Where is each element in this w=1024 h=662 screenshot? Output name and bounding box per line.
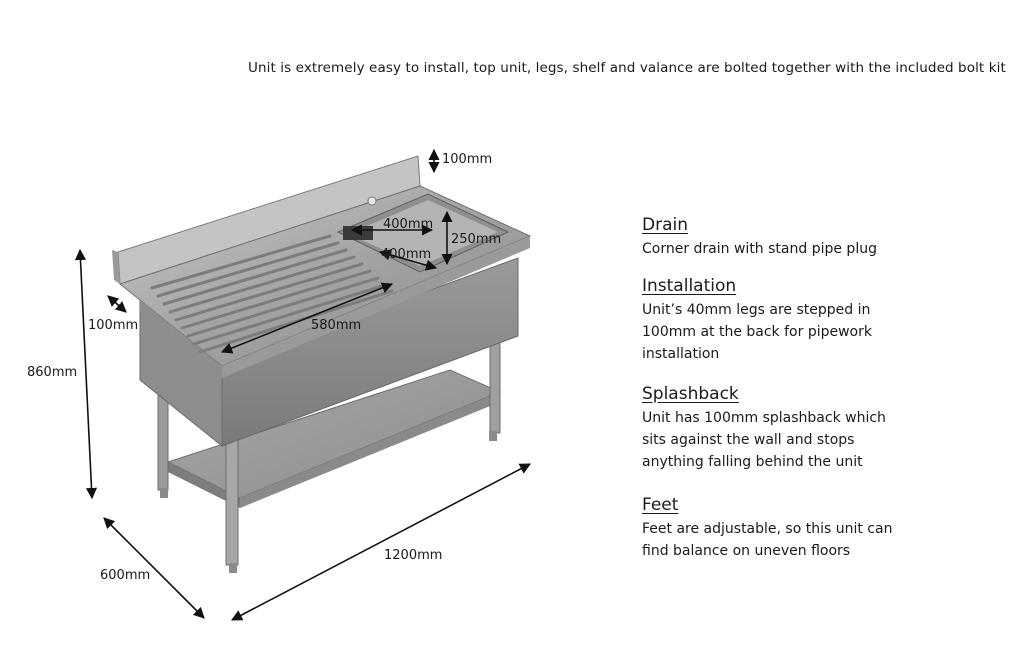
drainer-length-label: 580mm xyxy=(311,318,362,333)
feature-title: Installation xyxy=(642,276,737,296)
feature-title: Drain xyxy=(642,215,688,235)
feature-installation: Installation Unit’s 40mm legs are steppe… xyxy=(642,275,1002,365)
width-label: 1200mm xyxy=(384,548,443,563)
depth-label: 600mm xyxy=(100,568,151,583)
bowl-depth-label: 250mm xyxy=(451,232,502,247)
front-lip-label: 100mm xyxy=(88,318,139,333)
feature-drain: Drain Corner drain with stand pipe plug xyxy=(642,214,1002,260)
feature-title: Splashback xyxy=(642,384,739,404)
feature-splashback: Splashback Unit has 100mm splashback whi… xyxy=(642,383,1002,473)
feature-text: Corner drain with stand pipe plug xyxy=(642,241,877,257)
feature-text: Unit’s 40mm legs are stepped in 100mm at… xyxy=(642,302,872,362)
feature-text: Unit has 100mm splashback which sits aga… xyxy=(642,410,886,470)
bowl-width-label: 400mm xyxy=(383,217,434,232)
feature-title: Feet xyxy=(642,495,679,515)
feature-feet: Feet Feet are adjustable, so this unit c… xyxy=(642,494,1002,562)
feature-text: Feet are adjustable, so this unit can fi… xyxy=(642,521,893,559)
height-label: 860mm xyxy=(27,365,78,380)
splashback-height-label: 100mm xyxy=(442,152,493,167)
bowl-length-label: 400mm xyxy=(381,247,432,262)
intro-text: Unit is extremely easy to install, top u… xyxy=(248,60,1006,76)
dimension-arrows xyxy=(74,148,531,621)
